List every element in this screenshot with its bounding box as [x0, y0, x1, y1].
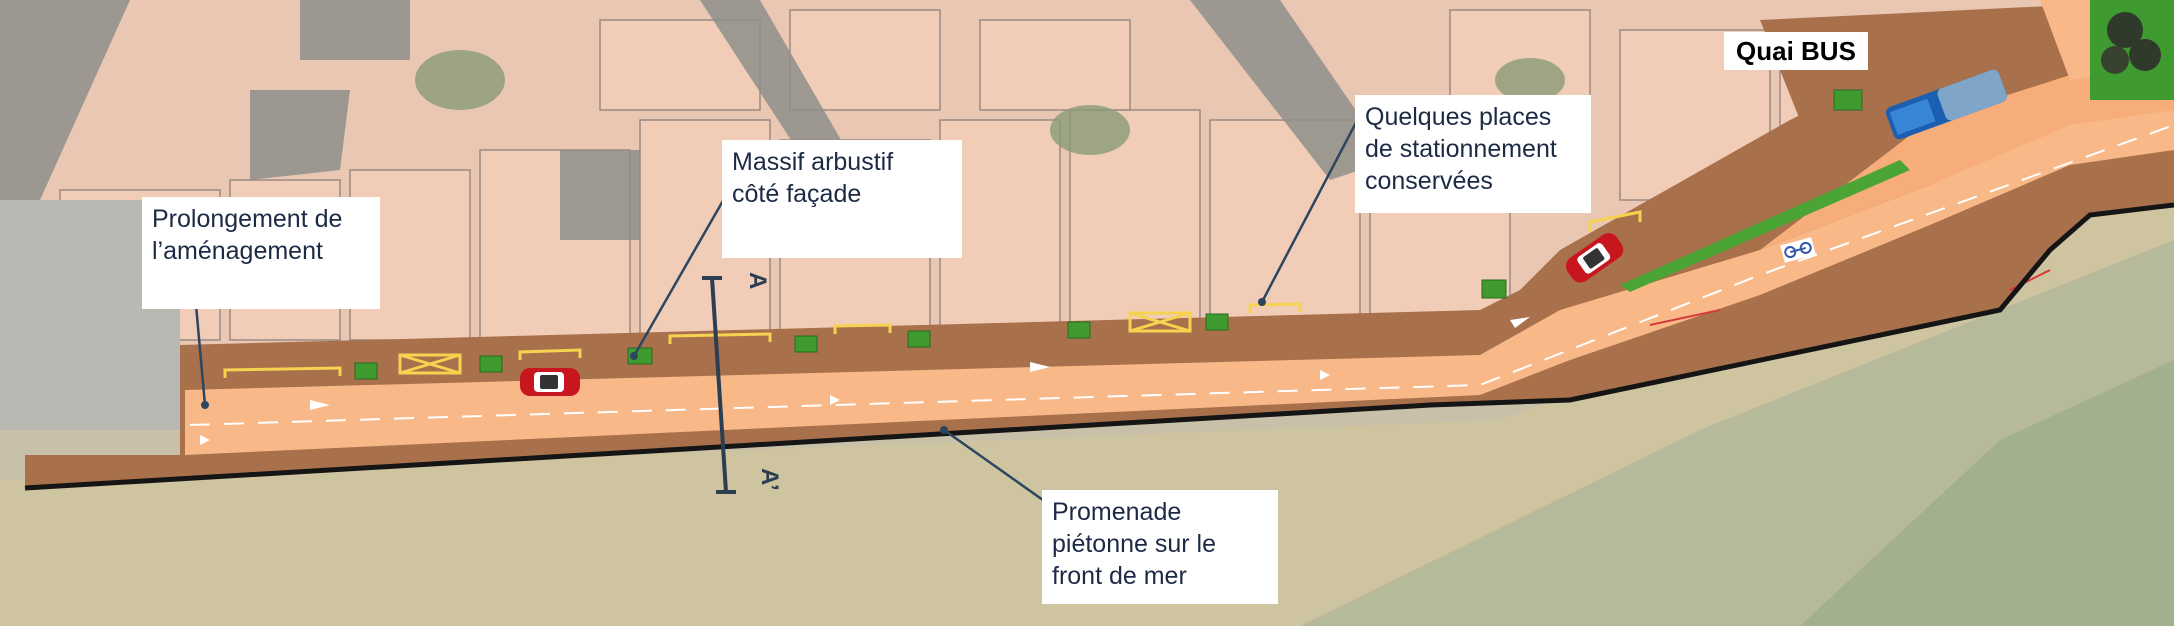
sea-deep	[1800, 360, 2174, 626]
section-line	[702, 276, 736, 494]
label-parking-line-3: conservées	[1365, 167, 1493, 195]
label-shrubs-line-2: côté façade	[732, 180, 862, 208]
aerial-pavement-left	[0, 200, 180, 430]
tree-icon	[2090, 0, 2174, 100]
lane-arrows	[200, 317, 1530, 445]
label-promenade: Promenade piétonne sur le front de mer	[1042, 490, 1278, 604]
bus-icon	[1885, 69, 2007, 140]
no-parking-crosses	[398, 311, 1192, 375]
section-end-label: A’	[756, 468, 783, 491]
label-parking-line-1: Quelques places	[1365, 103, 1552, 131]
label-promenade-line-2: piétonne sur le	[1052, 530, 1217, 558]
label-extension: Prolongement de l’aménagement	[142, 197, 380, 309]
leader-lines	[194, 114, 1362, 507]
parking-markings	[223, 210, 1642, 378]
label-promenade-line-1: Promenade	[1052, 498, 1182, 526]
label-bus-stop: Quai BUS	[1724, 32, 1868, 70]
car-icon	[1565, 233, 1624, 283]
roadway-upper-lanes	[1760, 60, 2174, 250]
leader-dots	[201, 298, 1266, 434]
hedge-strip	[1620, 160, 1910, 292]
sidewalk-band	[25, 0, 2174, 488]
bicycle-icon	[1780, 237, 1816, 263]
label-parking-line-2: de stationnement	[1365, 135, 1557, 163]
seawall-line	[24, 202, 2174, 491]
roadway	[185, 105, 2174, 455]
label-promenade-line-3: front de mer	[1052, 562, 1187, 590]
label-extension-line-1: Prolongement de	[152, 205, 343, 233]
label-extension-line-2: l’aménagement	[152, 237, 323, 265]
section-start-label: A	[744, 272, 771, 289]
car-icon	[520, 368, 580, 396]
label-parking: Quelques places de stationnement conserv…	[1355, 95, 1591, 213]
lane-markings	[189, 124, 2174, 426]
label-shrubs-line-1: Massif arbustif	[732, 148, 894, 176]
label-shrubs: Massif arbustif côté façade	[722, 140, 962, 258]
